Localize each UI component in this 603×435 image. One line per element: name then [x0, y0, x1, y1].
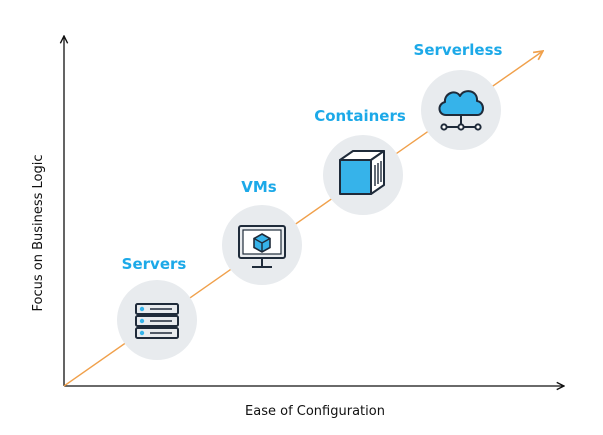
stage-vms: VMs [222, 178, 302, 285]
stage-label-servers: Servers [122, 255, 187, 273]
server-rack-icon [135, 303, 179, 339]
stage-label-vms: VMs [241, 178, 277, 196]
monitor-cube-icon [238, 225, 286, 268]
stage-circle-servers [117, 280, 197, 360]
container-box-icon [339, 150, 385, 195]
y-axis-title: Focus on Business Logic [31, 154, 46, 311]
cloud-network-icon [438, 90, 484, 131]
stage-servers: Servers [117, 255, 197, 360]
x-axis-title: Ease of Configuration [245, 404, 385, 419]
stage-containers: Containers [314, 107, 406, 215]
stage-serverless: Serverless [414, 41, 503, 150]
stage-label-serverless: Serverless [414, 41, 503, 59]
stage-label-containers: Containers [314, 107, 406, 125]
